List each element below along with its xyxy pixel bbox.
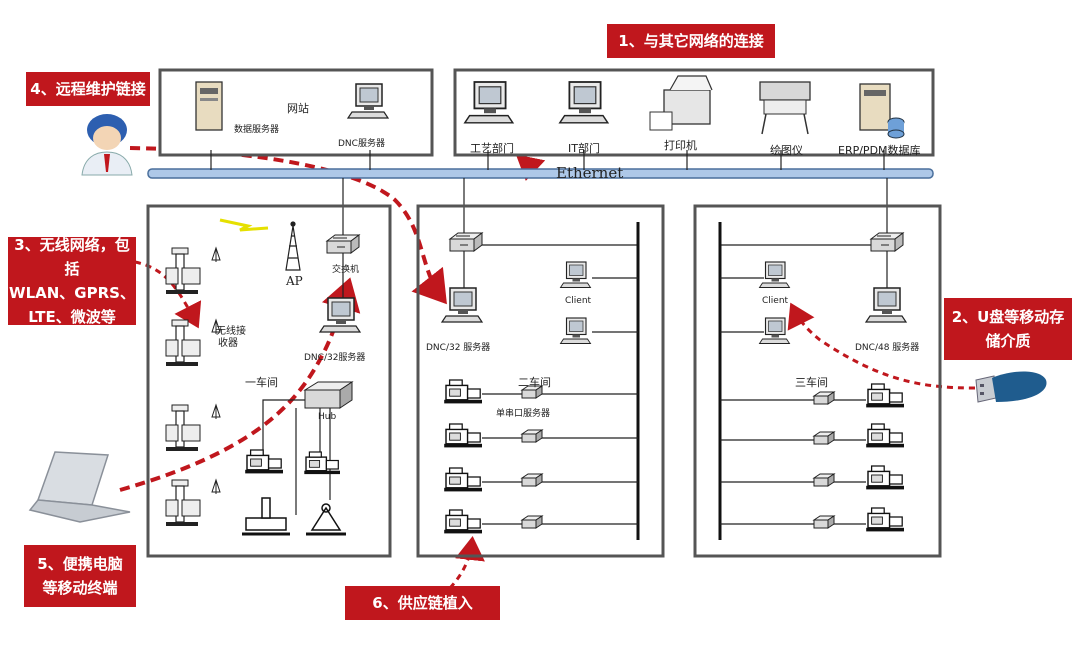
serial-server-icon bbox=[813, 515, 835, 529]
dnc32-server-icon bbox=[319, 297, 361, 333]
callout-3-line1: 3、无线网络，包括 bbox=[14, 236, 130, 278]
website-label: 网站 bbox=[287, 102, 309, 115]
switch-icon bbox=[870, 232, 904, 252]
callout-5-line2: 等移动终端 bbox=[42, 579, 118, 597]
machine-icon bbox=[303, 451, 341, 475]
db-server-label: 数据服务器 bbox=[234, 125, 280, 135]
robot-arm-icon bbox=[306, 503, 346, 536]
erp-db-label: ERP/PDM数据库 bbox=[838, 144, 921, 157]
callout-supply-chain: 6、供应链植入 bbox=[345, 586, 500, 620]
dnc32-left-label: DNC/32服务器 bbox=[304, 353, 366, 363]
arrow-wireless bbox=[134, 260, 202, 329]
ethernet-label: Ethernet bbox=[556, 164, 624, 182]
machine-icon bbox=[244, 449, 284, 475]
machine-icon bbox=[865, 423, 905, 449]
lathe-icon bbox=[242, 497, 290, 536]
workshop1-box bbox=[146, 204, 392, 558]
callout-1-text: 1、与其它网络的连接 bbox=[618, 32, 764, 50]
machine-icon bbox=[443, 423, 483, 449]
client-pc-icon bbox=[758, 261, 791, 289]
wireless-receiver-icon bbox=[165, 319, 221, 367]
machine-icon bbox=[865, 507, 905, 533]
callout-usb: 2、U盘等移动存 储介质 bbox=[944, 298, 1072, 360]
callout-remote-maintenance: 4、远程维护链接 bbox=[26, 72, 150, 106]
switch-icon bbox=[449, 232, 483, 252]
client-pc-icon bbox=[758, 317, 791, 345]
serial-server-icon bbox=[813, 431, 835, 445]
wireless-receiver-icon bbox=[165, 479, 221, 527]
callout-3-line2: WLAN、GPRS、 bbox=[9, 284, 135, 302]
wireless-receiver-icon bbox=[165, 404, 221, 452]
hub-icon bbox=[303, 381, 354, 409]
dnc-server-label: DNC服务器 bbox=[338, 139, 385, 149]
remote-user-icon bbox=[81, 114, 133, 176]
workshop1-label: 一车间 bbox=[245, 376, 278, 389]
callout-5-line1: 5、便携电脑 bbox=[37, 555, 123, 573]
ap-tower-icon bbox=[285, 221, 301, 271]
dnc32-server-icon bbox=[441, 287, 483, 323]
wireless-receiver-label-2: 收器 bbox=[218, 338, 238, 349]
callout-laptop: 5、便携电脑 等移动终端 bbox=[24, 545, 136, 607]
ap-label: AP bbox=[286, 274, 303, 288]
callout-3-line3: LTE、微波等 bbox=[28, 308, 116, 326]
arrow-remote-maintenance bbox=[129, 146, 447, 305]
workshop3-label: 三车间 bbox=[795, 376, 828, 389]
printer-label: 打印机 bbox=[664, 139, 697, 152]
arrow-usb bbox=[787, 302, 976, 390]
callout-other-network: 1、与其它网络的连接 bbox=[607, 24, 775, 58]
serial-server-label: 单串口服务器 bbox=[496, 409, 551, 419]
workshop2-box bbox=[416, 204, 665, 558]
callout-6-text: 6、供应链植入 bbox=[372, 594, 473, 612]
client-pc-icon bbox=[559, 317, 592, 345]
callout-wireless: 3、无线网络，包括 WLAN、GPRS、 LTE、微波等 bbox=[8, 236, 136, 326]
craft-dept-label: 工艺部门 bbox=[470, 142, 514, 155]
serial-server-icon bbox=[813, 391, 835, 405]
serial-server-icon bbox=[813, 473, 835, 487]
dnc32-mid-label: DNC/32 服务器 bbox=[426, 343, 491, 353]
wireless-receiver-label-1: 无线接 bbox=[216, 326, 246, 337]
serial-server-icon bbox=[521, 429, 543, 443]
it-dept-label: IT部门 bbox=[568, 142, 600, 155]
dnc48-label: DNC/48 服务器 bbox=[855, 343, 920, 353]
machine-icon bbox=[865, 383, 905, 409]
erp-database-server-icon bbox=[859, 83, 905, 139]
switch-label: 交换机 bbox=[332, 265, 360, 275]
serial-server-icon bbox=[521, 473, 543, 487]
callout-2-line2: 储介质 bbox=[985, 332, 1031, 350]
ethernet-bus bbox=[147, 168, 934, 179]
client-label: Client bbox=[565, 296, 592, 306]
serial-server-icon bbox=[521, 515, 543, 529]
switch-icon bbox=[326, 234, 360, 254]
machine-icon bbox=[443, 379, 483, 405]
arrow-supply-chain bbox=[448, 536, 485, 590]
machine-icon bbox=[865, 465, 905, 491]
machine-icon bbox=[443, 509, 483, 535]
workshop3-box bbox=[693, 204, 942, 558]
client-pc-icon bbox=[559, 261, 592, 289]
lightning-icon bbox=[219, 218, 269, 232]
machine-icon bbox=[443, 467, 483, 493]
callout-2-line1: 2、U盘等移动存 bbox=[951, 308, 1065, 326]
workshop2-label: 二车间 bbox=[518, 376, 551, 389]
plotter-icon bbox=[759, 81, 811, 135]
database-server-icon bbox=[195, 81, 223, 131]
usb-drive-icon bbox=[975, 371, 1047, 403]
laptop-icon bbox=[28, 451, 131, 523]
client-label: Client bbox=[762, 296, 789, 306]
hub-label: Hub bbox=[318, 412, 337, 422]
plotter-label: 绘图仪 bbox=[770, 144, 803, 157]
printer-icon bbox=[649, 75, 713, 131]
dnc48-server-icon bbox=[865, 287, 907, 323]
callout-4-text: 4、远程维护链接 bbox=[30, 80, 146, 98]
